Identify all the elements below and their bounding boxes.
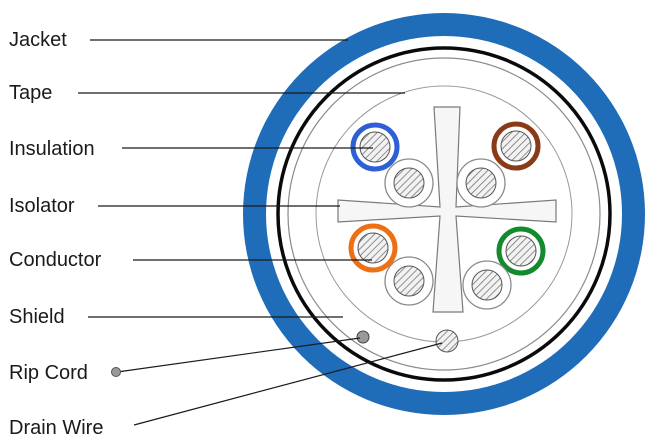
shield-label: Shield: [9, 306, 65, 328]
orange-white-wire-conductor: [393, 265, 425, 297]
rip-cord-leader: [116, 337, 361, 373]
green-white-wire-conductor: [471, 269, 503, 301]
insulation-label: Insulation: [9, 138, 95, 160]
green-wire-conductor: [505, 235, 537, 267]
rip-cord-leader-dot: [111, 367, 121, 377]
rip-cord: [356, 330, 370, 344]
conductor-label: Conductor: [9, 249, 102, 271]
blue-white-wire-conductor: [393, 167, 425, 199]
tape-label: Tape: [9, 82, 52, 104]
shield-ring: [276, 46, 612, 382]
drain-wire-label: Drain Wire: [9, 417, 103, 439]
brown-wire-conductor: [500, 130, 532, 162]
jacket-label: Jacket: [9, 29, 67, 51]
drain-wire: [435, 329, 459, 353]
rip-cord-label: Rip Cord: [9, 362, 88, 384]
isolator-cross: [337, 106, 557, 313]
isolator-label: Isolator: [9, 195, 75, 217]
orange-wire-conductor: [357, 232, 389, 264]
blue-wire-conductor: [359, 131, 391, 163]
drain-wire-leader: [133, 342, 443, 426]
brown-white-wire-conductor: [465, 167, 497, 199]
